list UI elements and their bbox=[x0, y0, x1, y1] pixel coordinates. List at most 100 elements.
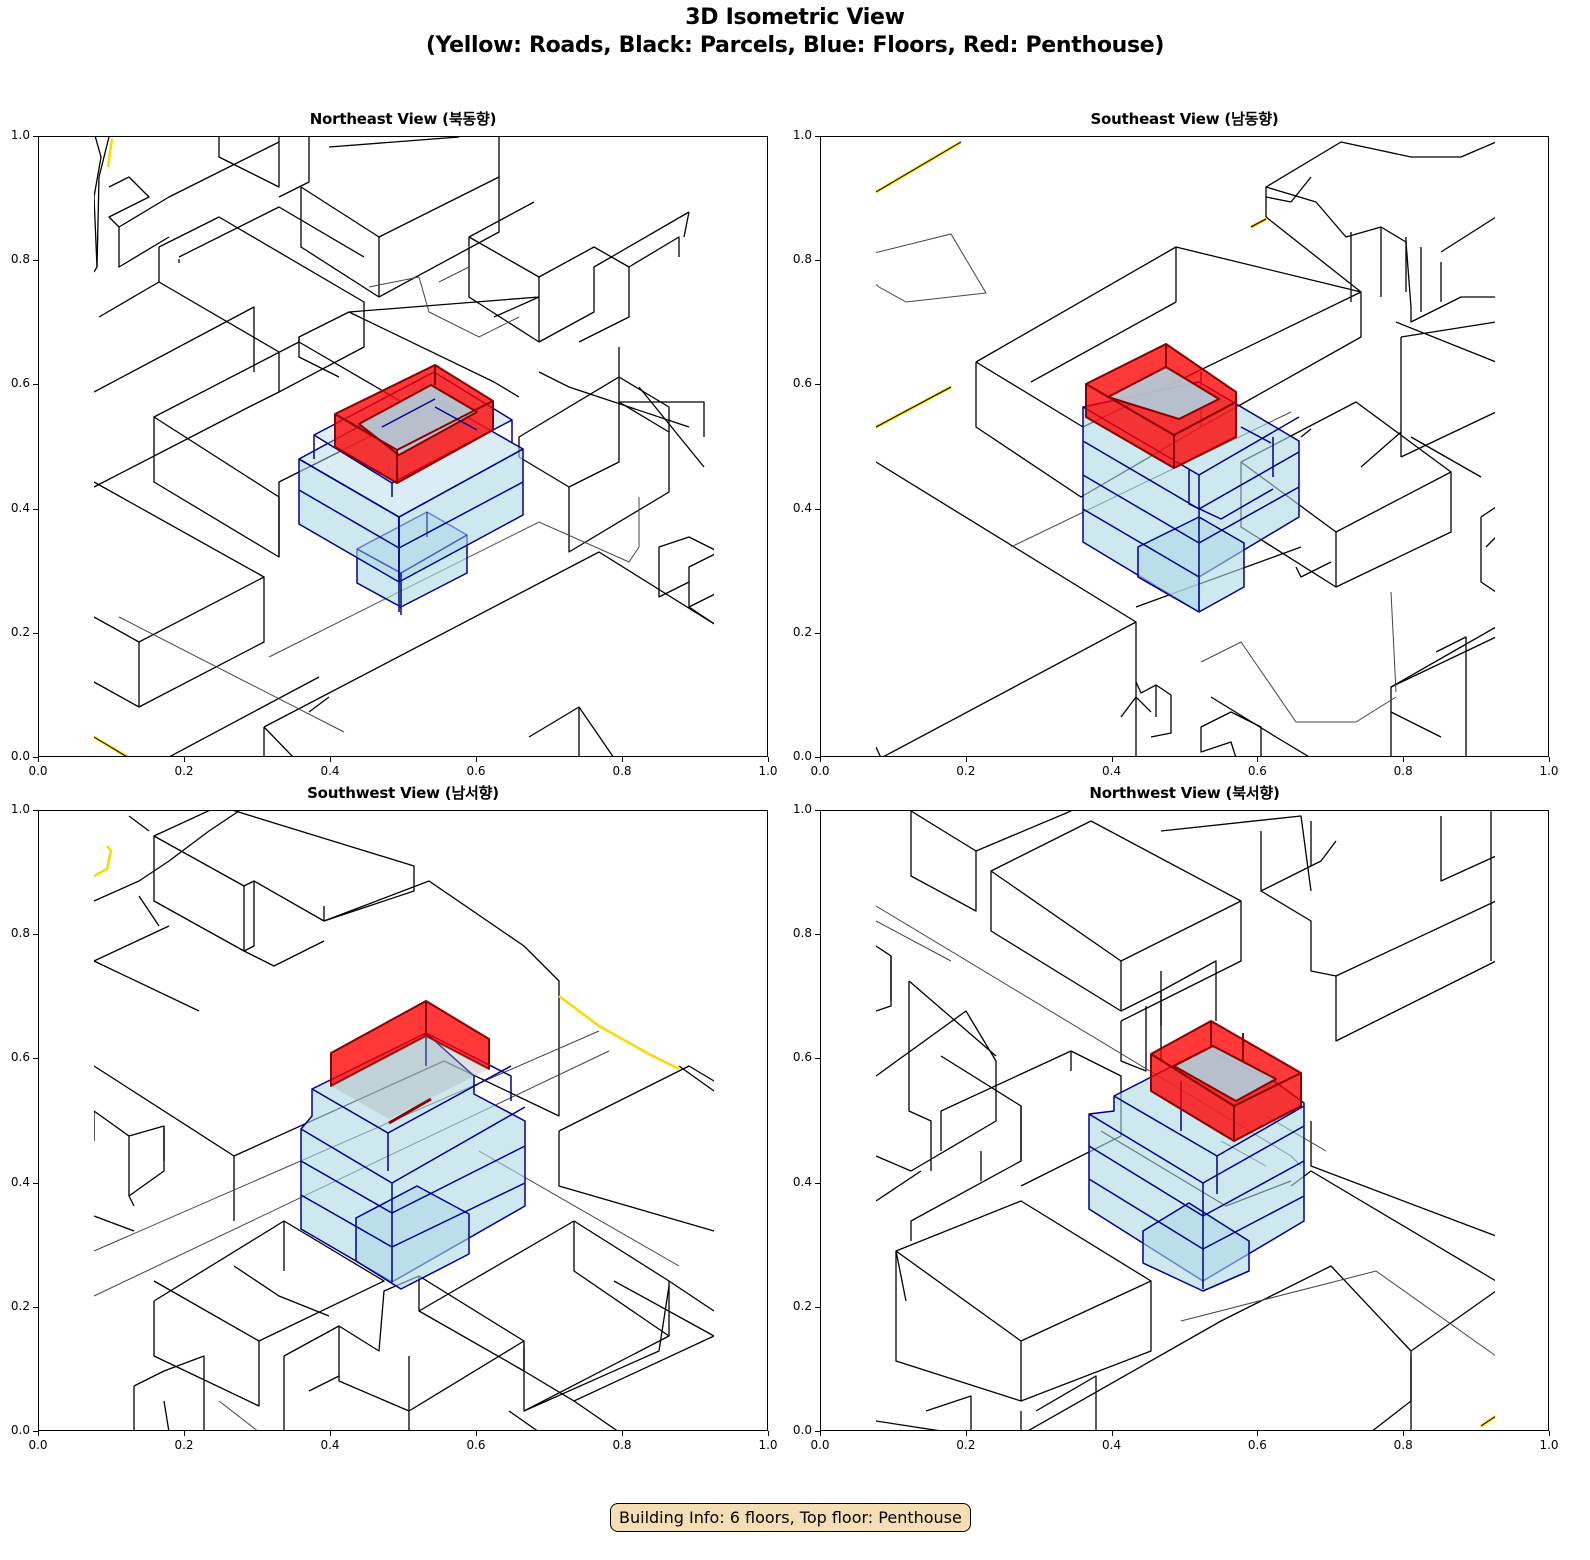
y-tick-label: 1.0 bbox=[792, 802, 812, 816]
y-tick-label: 0.6 bbox=[10, 1050, 30, 1065]
x-tick-label: 0.4 bbox=[320, 764, 340, 778]
y-tick-mark bbox=[815, 1431, 820, 1432]
x-tick-label: 0.6 bbox=[1247, 764, 1267, 778]
isometric-scene-northeast bbox=[39, 137, 767, 756]
axes-margin bbox=[1495, 811, 1548, 1430]
y-tick-mark bbox=[33, 1306, 38, 1308]
x-tick-mark bbox=[476, 757, 477, 762]
x-tick-mark bbox=[820, 757, 821, 762]
y-tick-label: 0.0 bbox=[792, 1423, 812, 1437]
axes-southwest bbox=[38, 810, 768, 1431]
y-tick-label: 1.0 bbox=[792, 128, 812, 142]
x-tick-mark bbox=[965, 1431, 967, 1436]
y-tick-label: 0.6 bbox=[792, 376, 812, 391]
y-tick-mark bbox=[815, 632, 820, 634]
x-tick-mark bbox=[1111, 1431, 1113, 1436]
x-tick-label: 0.8 bbox=[1393, 1438, 1413, 1452]
y-tick-label: 0.8 bbox=[792, 252, 812, 267]
x-tick-label: 1.0 bbox=[758, 764, 778, 778]
x-tick-mark bbox=[1549, 1431, 1550, 1436]
floor-1 bbox=[1142, 1202, 1250, 1292]
y-tick-label: 0.2 bbox=[792, 1298, 812, 1313]
figure-title: 3D Isometric View (Yellow: Roads, Black:… bbox=[0, 4, 1590, 60]
y-tick-mark bbox=[33, 1431, 38, 1432]
y-tick-label: 0.6 bbox=[792, 1050, 812, 1065]
y-tick-label: 0.4 bbox=[10, 1174, 30, 1189]
panel-title: Northeast View (북동향) bbox=[309, 110, 497, 128]
panel-southwest: Southwest View (남서향) bbox=[11, 784, 778, 1452]
x-tick-mark bbox=[820, 1431, 821, 1436]
isometric-scene-southwest bbox=[39, 811, 767, 1430]
y-tick-mark bbox=[815, 757, 820, 758]
x-tick-label: 0.6 bbox=[1247, 1438, 1267, 1452]
axes-margin bbox=[39, 137, 94, 756]
axes-northwest bbox=[820, 810, 1549, 1431]
y-tick-label: 0.2 bbox=[10, 624, 30, 639]
building-info-box: Building Info: 6 floors, Top floor: Pent… bbox=[610, 1503, 971, 1532]
x-tick-mark bbox=[476, 1431, 477, 1436]
roads bbox=[93, 138, 129, 756]
x-tick-label: 0.0 bbox=[810, 764, 830, 778]
x-tick-label: 0.0 bbox=[28, 764, 48, 778]
x-tick-mark bbox=[330, 757, 331, 762]
x-tick-mark bbox=[330, 1431, 331, 1436]
y-tick-mark bbox=[33, 632, 38, 634]
x-tick-mark bbox=[38, 1431, 39, 1436]
building-floors bbox=[300, 1032, 526, 1290]
x-tick-mark bbox=[1403, 757, 1405, 762]
y-tick-mark bbox=[33, 1182, 38, 1184]
y-tick-mark bbox=[33, 508, 38, 510]
axes-northeast bbox=[38, 136, 768, 757]
parcels bbox=[875, 811, 1497, 1430]
x-tick-label: 0.8 bbox=[612, 764, 632, 778]
y-tick-label: 0.0 bbox=[10, 1423, 30, 1437]
x-tick-label: 0.2 bbox=[174, 1438, 194, 1452]
y-tick-mark bbox=[815, 934, 820, 936]
y-tick-label: 0.4 bbox=[792, 1174, 812, 1189]
y-tick-mark bbox=[815, 810, 820, 811]
x-tick-mark bbox=[622, 1431, 623, 1436]
x-tick-label: 0.4 bbox=[320, 1438, 340, 1452]
x-tick-label: 0.0 bbox=[28, 1438, 48, 1452]
x-tick-label: 0.2 bbox=[956, 764, 976, 778]
panel-title: Northwest View (북서향) bbox=[1089, 784, 1280, 802]
y-tick-label: 0.8 bbox=[10, 252, 30, 267]
x-tick-label: 0.2 bbox=[956, 1438, 976, 1452]
x-tick-label: 0.8 bbox=[612, 1438, 632, 1452]
y-tick-label: 0.2 bbox=[792, 624, 812, 639]
y-tick-label: 1.0 bbox=[10, 802, 30, 816]
y-tick-label: 0.4 bbox=[792, 500, 812, 515]
y-tick-label: 0.8 bbox=[792, 926, 812, 941]
x-tick-mark bbox=[768, 1431, 769, 1436]
y-tick-mark bbox=[815, 384, 820, 386]
x-tick-mark bbox=[768, 757, 769, 762]
y-tick-mark bbox=[33, 757, 38, 758]
axes-southeast bbox=[820, 136, 1549, 757]
penthouse bbox=[334, 364, 494, 484]
x-tick-mark bbox=[1257, 757, 1259, 762]
y-tick-mark bbox=[815, 1058, 820, 1060]
x-tick-label: 1.0 bbox=[1539, 1438, 1559, 1452]
figure-title-line1: 3D Isometric View bbox=[685, 5, 905, 30]
panel-northwest: Northwest View (북서향) bbox=[793, 784, 1559, 1452]
y-tick-label: 0.8 bbox=[10, 926, 30, 941]
y-tick-mark bbox=[33, 810, 38, 811]
isometric-scene-southeast bbox=[821, 137, 1548, 756]
x-tick-mark bbox=[1403, 1431, 1405, 1436]
parcel-thin-lines bbox=[118, 266, 640, 733]
roads bbox=[875, 140, 1267, 429]
figure-title-line2: (Yellow: Roads, Black: Parcels, Blue: Fl… bbox=[425, 33, 1165, 58]
panel-northeast: Northeast View (북동향) bbox=[11, 110, 778, 778]
y-tick-mark bbox=[815, 508, 820, 510]
y-tick-mark bbox=[33, 136, 38, 137]
panel-title: Southwest View (남서향) bbox=[307, 784, 499, 802]
axes-margin bbox=[821, 811, 876, 1430]
x-tick-label: 1.0 bbox=[1539, 764, 1559, 778]
y-tick-label: 0.0 bbox=[10, 749, 30, 763]
x-tick-label: 0.6 bbox=[466, 1438, 486, 1452]
x-tick-mark bbox=[184, 757, 185, 762]
penthouse-overlay bbox=[331, 1036, 489, 1119]
y-tick-mark bbox=[815, 1182, 820, 1184]
axes-margin bbox=[1495, 137, 1548, 756]
x-tick-label: 0.6 bbox=[466, 764, 486, 778]
